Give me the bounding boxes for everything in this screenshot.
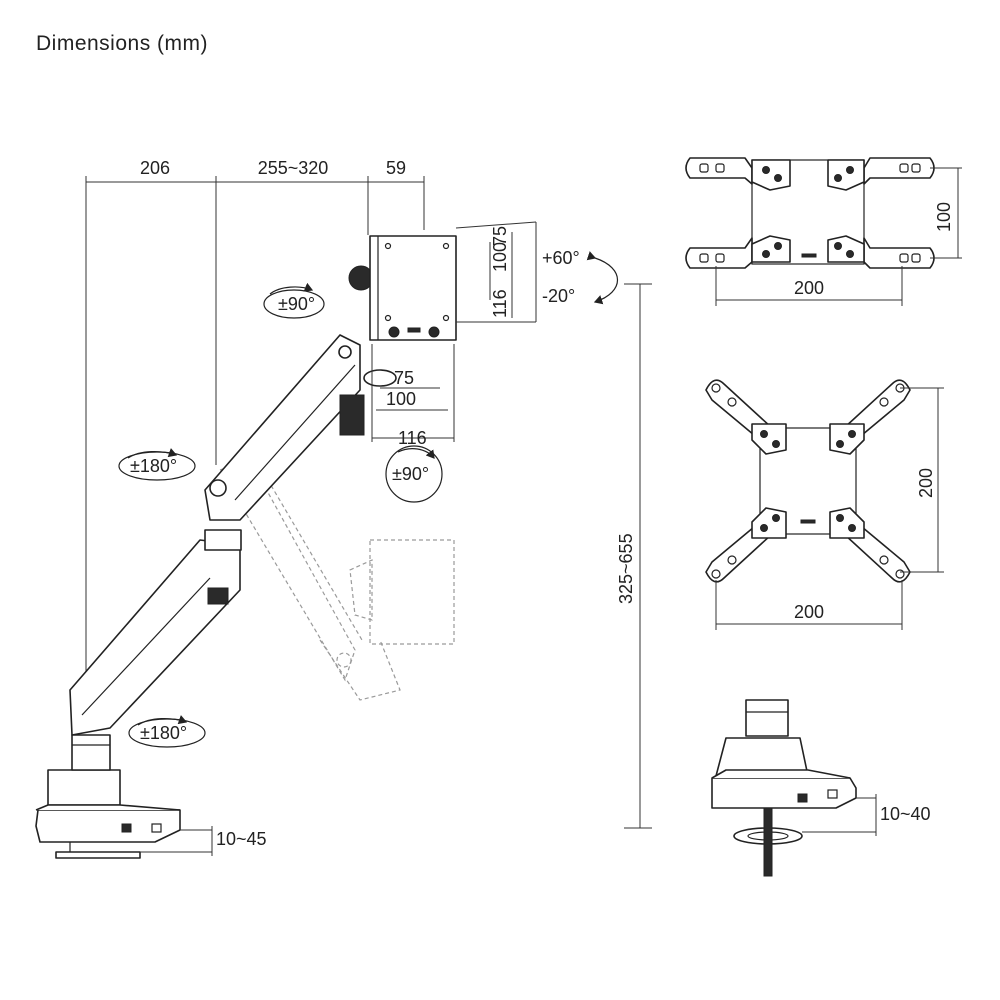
vesa-200-height-label: 200 [916, 468, 936, 498]
side-view: 206 255~320 59 10~45 [35, 158, 652, 859]
height-range-label: 325~655 [616, 533, 636, 604]
svg-text:±180°: ±180° [140, 723, 187, 743]
lower-arm [69, 529, 242, 736]
dim-arm-reach-label: 255~320 [258, 158, 329, 178]
plate-height-116-label: 116 [490, 289, 510, 318]
plate-height-100-label: 100 [490, 242, 510, 272]
vesa-200-width-label: 200 [794, 602, 824, 622]
grommet-range-label: 10~40 [880, 804, 931, 824]
clamp-range-label: 10~45 [216, 829, 267, 849]
svg-text:±90°: ±90° [392, 464, 429, 484]
vesa-100-width-label: 200 [794, 278, 824, 298]
plate-width-100-label: 100 [386, 389, 416, 409]
rotation-base-badge: ±180° [128, 715, 206, 748]
tilt-down-label: -20° [542, 286, 575, 306]
vesa-100-height-label: 100 [934, 202, 954, 232]
dim-plate-depth-label: 59 [386, 158, 406, 178]
page-title: Dimensions (mm) [36, 32, 209, 55]
plate-width-116-label: 116 [398, 428, 427, 448]
svg-text:±90°: ±90° [278, 294, 315, 314]
rotation-elbow-badge: ±180° [118, 448, 196, 481]
rotation-head-badge: ±90° [263, 282, 325, 319]
rotation-swivel-badge: ±90° [385, 445, 443, 503]
vesa-adapter-200 [705, 379, 911, 583]
plate-width-75-label: 75 [394, 368, 414, 388]
dim-arm-base-label: 206 [140, 158, 170, 178]
svg-text:±180°: ±180° [130, 456, 177, 476]
vesa-adapter-100 [685, 157, 935, 269]
plate-height-75-label: 75 [490, 226, 510, 246]
desk-clamp [35, 734, 181, 859]
upper-arm [204, 334, 397, 521]
tilt-arrow-icon [586, 251, 619, 305]
vesa-plate-side [348, 235, 457, 341]
tilt-up-label: +60° [542, 248, 580, 268]
grommet-mount [711, 699, 857, 877]
